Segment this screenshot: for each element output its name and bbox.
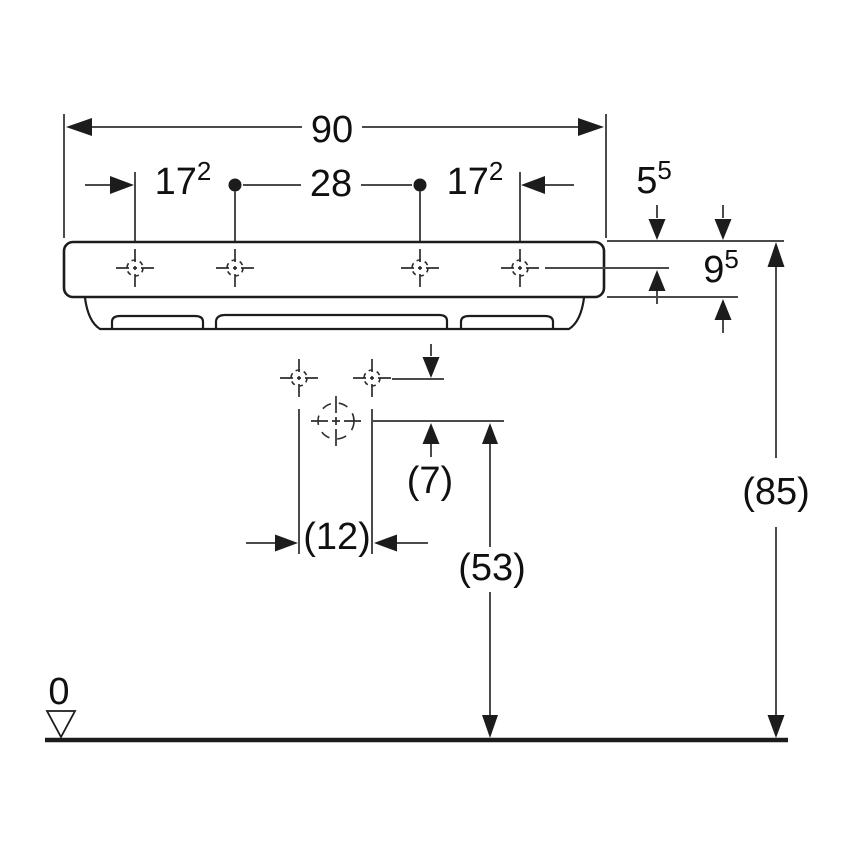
basin-apron: [83, 297, 586, 331]
dimension-dot-icon: [228, 178, 242, 192]
dimension-dot-icon: [413, 178, 427, 192]
dim-value: 9: [703, 249, 724, 291]
basin-apron-rib-left: [110, 314, 205, 329]
arrowhead-up-icon: [767, 242, 785, 267]
dim-rim-height: 95: [703, 205, 739, 333]
arrowhead-left-icon: [374, 534, 397, 552]
basin-apron-rib-right: [459, 314, 555, 329]
fixing-hole-icon: [353, 359, 391, 397]
arrowhead-left-icon: [66, 118, 92, 136]
dim-value: 17: [447, 161, 489, 203]
arrowhead-right-icon: [110, 176, 134, 194]
arrowhead-down-icon: [767, 715, 785, 738]
fixing-hole-icon: [280, 359, 318, 397]
dim-fixing-to-drain: (7): [371, 344, 504, 502]
arrowhead-down-icon: [648, 219, 666, 240]
arrowhead-up-icon: [482, 423, 498, 444]
dim-superscript: 2: [489, 156, 503, 186]
dim-fixing-spacing-label: (12): [303, 516, 371, 558]
dim-rim-to-tap: 55: [636, 155, 672, 304]
dim-fixing-spacing: (12): [246, 409, 428, 558]
datum-triangle-icon: [45, 710, 77, 739]
dim-value: 17: [155, 161, 197, 203]
basin-outline: [62, 240, 606, 331]
dim-tap-left-label: 172: [155, 156, 212, 203]
tap-hole-icon: [116, 249, 154, 287]
arrowhead-down-icon: [482, 715, 498, 738]
dim-superscript: 5: [724, 244, 738, 274]
arrowhead-down-icon: [714, 219, 732, 240]
dim-fixing-to-drain-label: (7): [407, 460, 453, 502]
dim-drain-height: (53): [458, 423, 526, 738]
dim-rim-height-label: 95: [703, 244, 739, 291]
dim-value: 5: [636, 160, 657, 202]
arrowhead-right-icon: [275, 534, 298, 552]
tap-hole-icon: [216, 249, 254, 287]
dim-rim-to-tap-label: 55: [636, 155, 672, 202]
datum-marker: 0: [45, 671, 77, 739]
datum-zero-label: 0: [48, 671, 69, 713]
dim-superscript: 2: [197, 156, 211, 186]
dim-tap-center-label: 28: [310, 163, 352, 205]
dim-tap-right-label: 172: [447, 156, 504, 203]
arrowhead-right-icon: [578, 118, 604, 136]
dim-width-total-label: 90: [311, 109, 353, 151]
reference-lines-right: [545, 240, 784, 298]
arrowhead-up-icon: [714, 299, 732, 320]
arrowhead-left-icon: [521, 176, 545, 194]
arrowhead-up-icon: [422, 423, 440, 444]
dim-tap-spacings: 172 28 172: [85, 156, 574, 241]
basin-apron-rib-center: [214, 313, 449, 329]
drain-hole-icon: [311, 396, 361, 446]
arrowhead-down-icon: [422, 357, 440, 378]
basin-body: [62, 240, 606, 299]
dim-width-total: 90: [63, 109, 607, 238]
arrowhead-up-icon: [648, 270, 666, 291]
dim-overall-height: (85): [742, 242, 810, 738]
tap-hole-icon: [401, 249, 439, 287]
tap-hole-icon: [501, 249, 539, 287]
dim-superscript: 5: [657, 155, 671, 185]
dim-drain-height-label: (53): [458, 547, 526, 589]
dim-overall-height-label: (85): [742, 471, 810, 513]
